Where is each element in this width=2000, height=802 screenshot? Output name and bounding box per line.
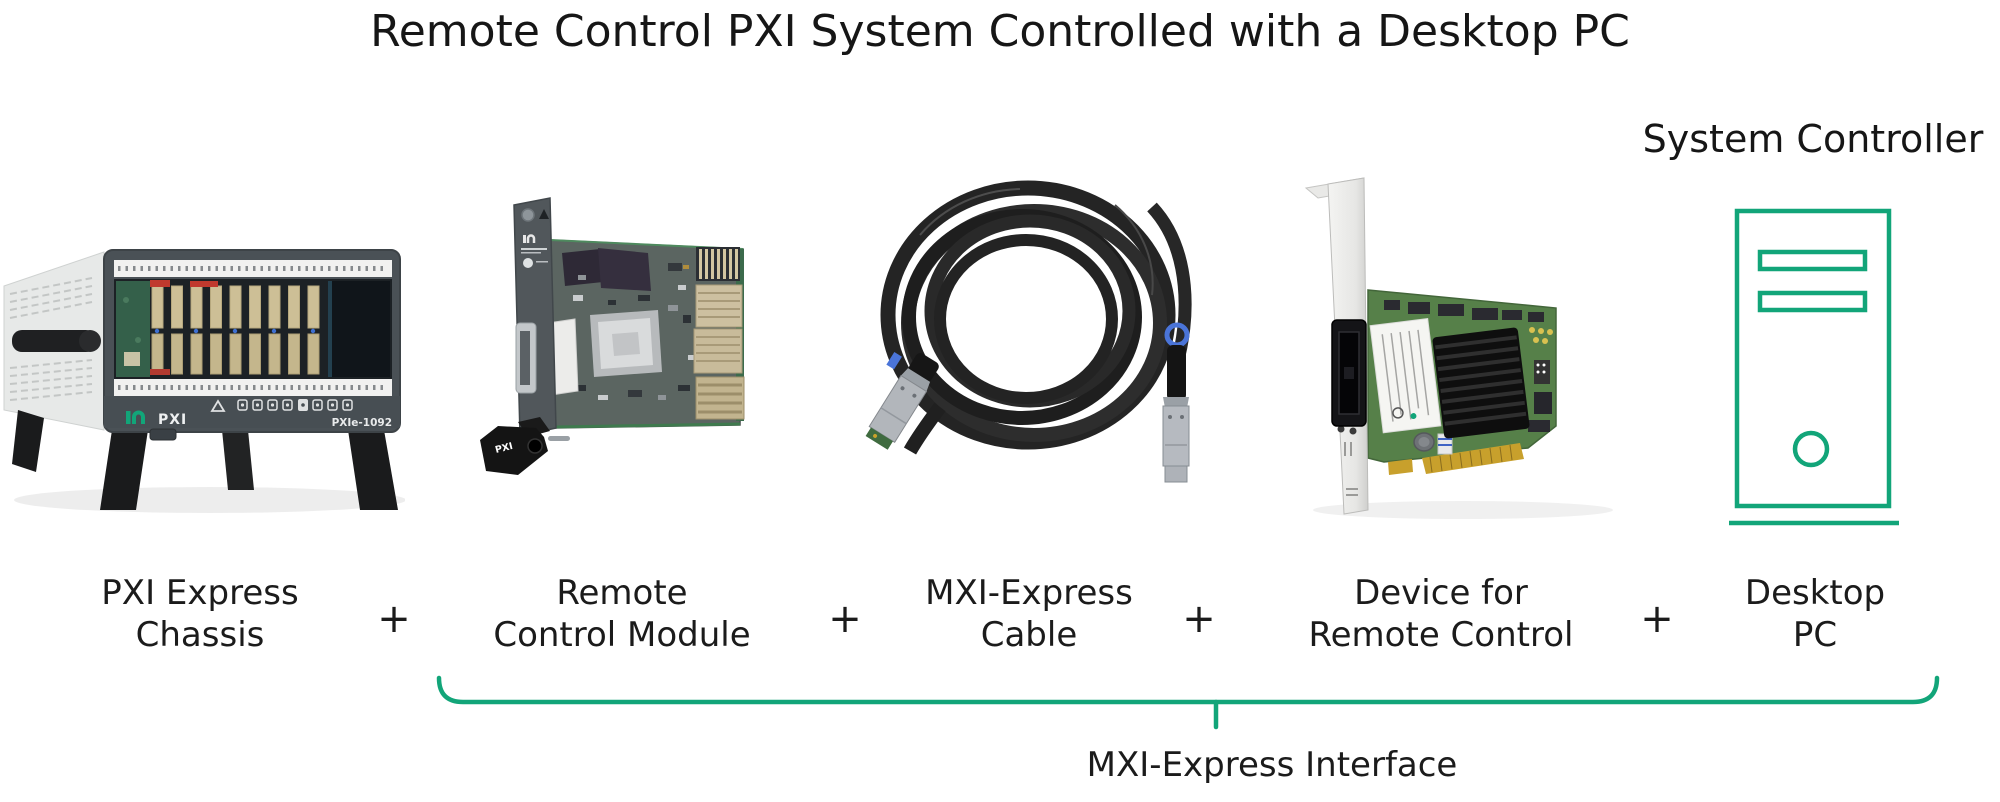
- pxi-express-chassis-photo: PXI PXIe-1092: [3, 249, 405, 513]
- pc-power-button-icon: [1792, 430, 1830, 468]
- chassis-slots: [151, 285, 320, 375]
- module-led: [523, 258, 533, 268]
- ni-logo-icon: [126, 410, 145, 424]
- label-device-for-remote-control: Device for Remote Control: [1308, 573, 1574, 655]
- module-handle-text: PXI: [494, 441, 514, 456]
- pc-drive-bay-1: [1757, 249, 1868, 272]
- plus-separator-3: +: [1182, 596, 1216, 642]
- module-ejector-handle: PXI: [480, 417, 570, 475]
- pc-tower-outline: [1734, 208, 1892, 509]
- chassis-empty-bay: [328, 281, 390, 377]
- chassis-feet: [12, 410, 398, 510]
- module-front-panel: [513, 197, 557, 437]
- module-chips: [562, 248, 662, 377]
- card-product-label: [1369, 318, 1442, 434]
- card-heatsink: [1432, 327, 1530, 439]
- module-warning-triangle-icon: [539, 209, 549, 219]
- plus-separator-1: +: [377, 596, 411, 642]
- module-screw-icon: [521, 208, 535, 222]
- device-for-remote-control-photo: [1304, 177, 1613, 519]
- remote-control-module-photo: PXI: [480, 197, 745, 475]
- plus-separator-2: +: [828, 596, 862, 642]
- label-mxi-express-cable: MXI-Express Cable: [925, 573, 1133, 655]
- card-gold-edge-connector: [1422, 443, 1524, 474]
- module-edge-connectors: [693, 247, 745, 421]
- module-small-components: [573, 263, 696, 400]
- cable-left-connector: [865, 351, 946, 455]
- chassis-shadow: [14, 487, 405, 513]
- label-pxi-express-chassis: PXI Express Chassis: [101, 573, 299, 655]
- card-mxi-port: [1331, 319, 1367, 427]
- chassis-power-button: [149, 428, 177, 441]
- cable-right-connector: [1147, 202, 1192, 483]
- cable-coil: [880, 180, 1176, 450]
- desktop-pc-icon: [1729, 208, 1899, 526]
- label-remote-control-module: Remote Control Module: [493, 573, 751, 655]
- mxi-express-interface-bracket: [436, 675, 1940, 730]
- chassis-side-panel: [3, 251, 105, 431]
- ni-logo-icon: [523, 234, 536, 243]
- mxi-express-cable-photo: [865, 180, 1192, 483]
- bracket-label: MXI-Express Interface: [1086, 745, 1458, 785]
- card-small-components: [1384, 300, 1553, 455]
- system-controller-caption: System Controller: [1642, 117, 1984, 161]
- chassis-handle: [12, 330, 96, 352]
- pc-drive-bay-2: [1757, 290, 1868, 313]
- page-title: Remote Control PXI System Controlled wit…: [370, 6, 1630, 57]
- chassis-model-text: PXIe-1092: [332, 417, 392, 429]
- label-desktop-pc: Desktop PC: [1744, 573, 1886, 655]
- chassis-brand-text: PXI: [158, 412, 187, 428]
- chassis-status-icons: [210, 399, 353, 412]
- chassis-front-bar: PXI PXIe-1092: [104, 396, 400, 441]
- plus-separator-4: +: [1640, 596, 1674, 642]
- card-shadow: [1313, 501, 1613, 519]
- chassis-card-cage: [114, 279, 392, 379]
